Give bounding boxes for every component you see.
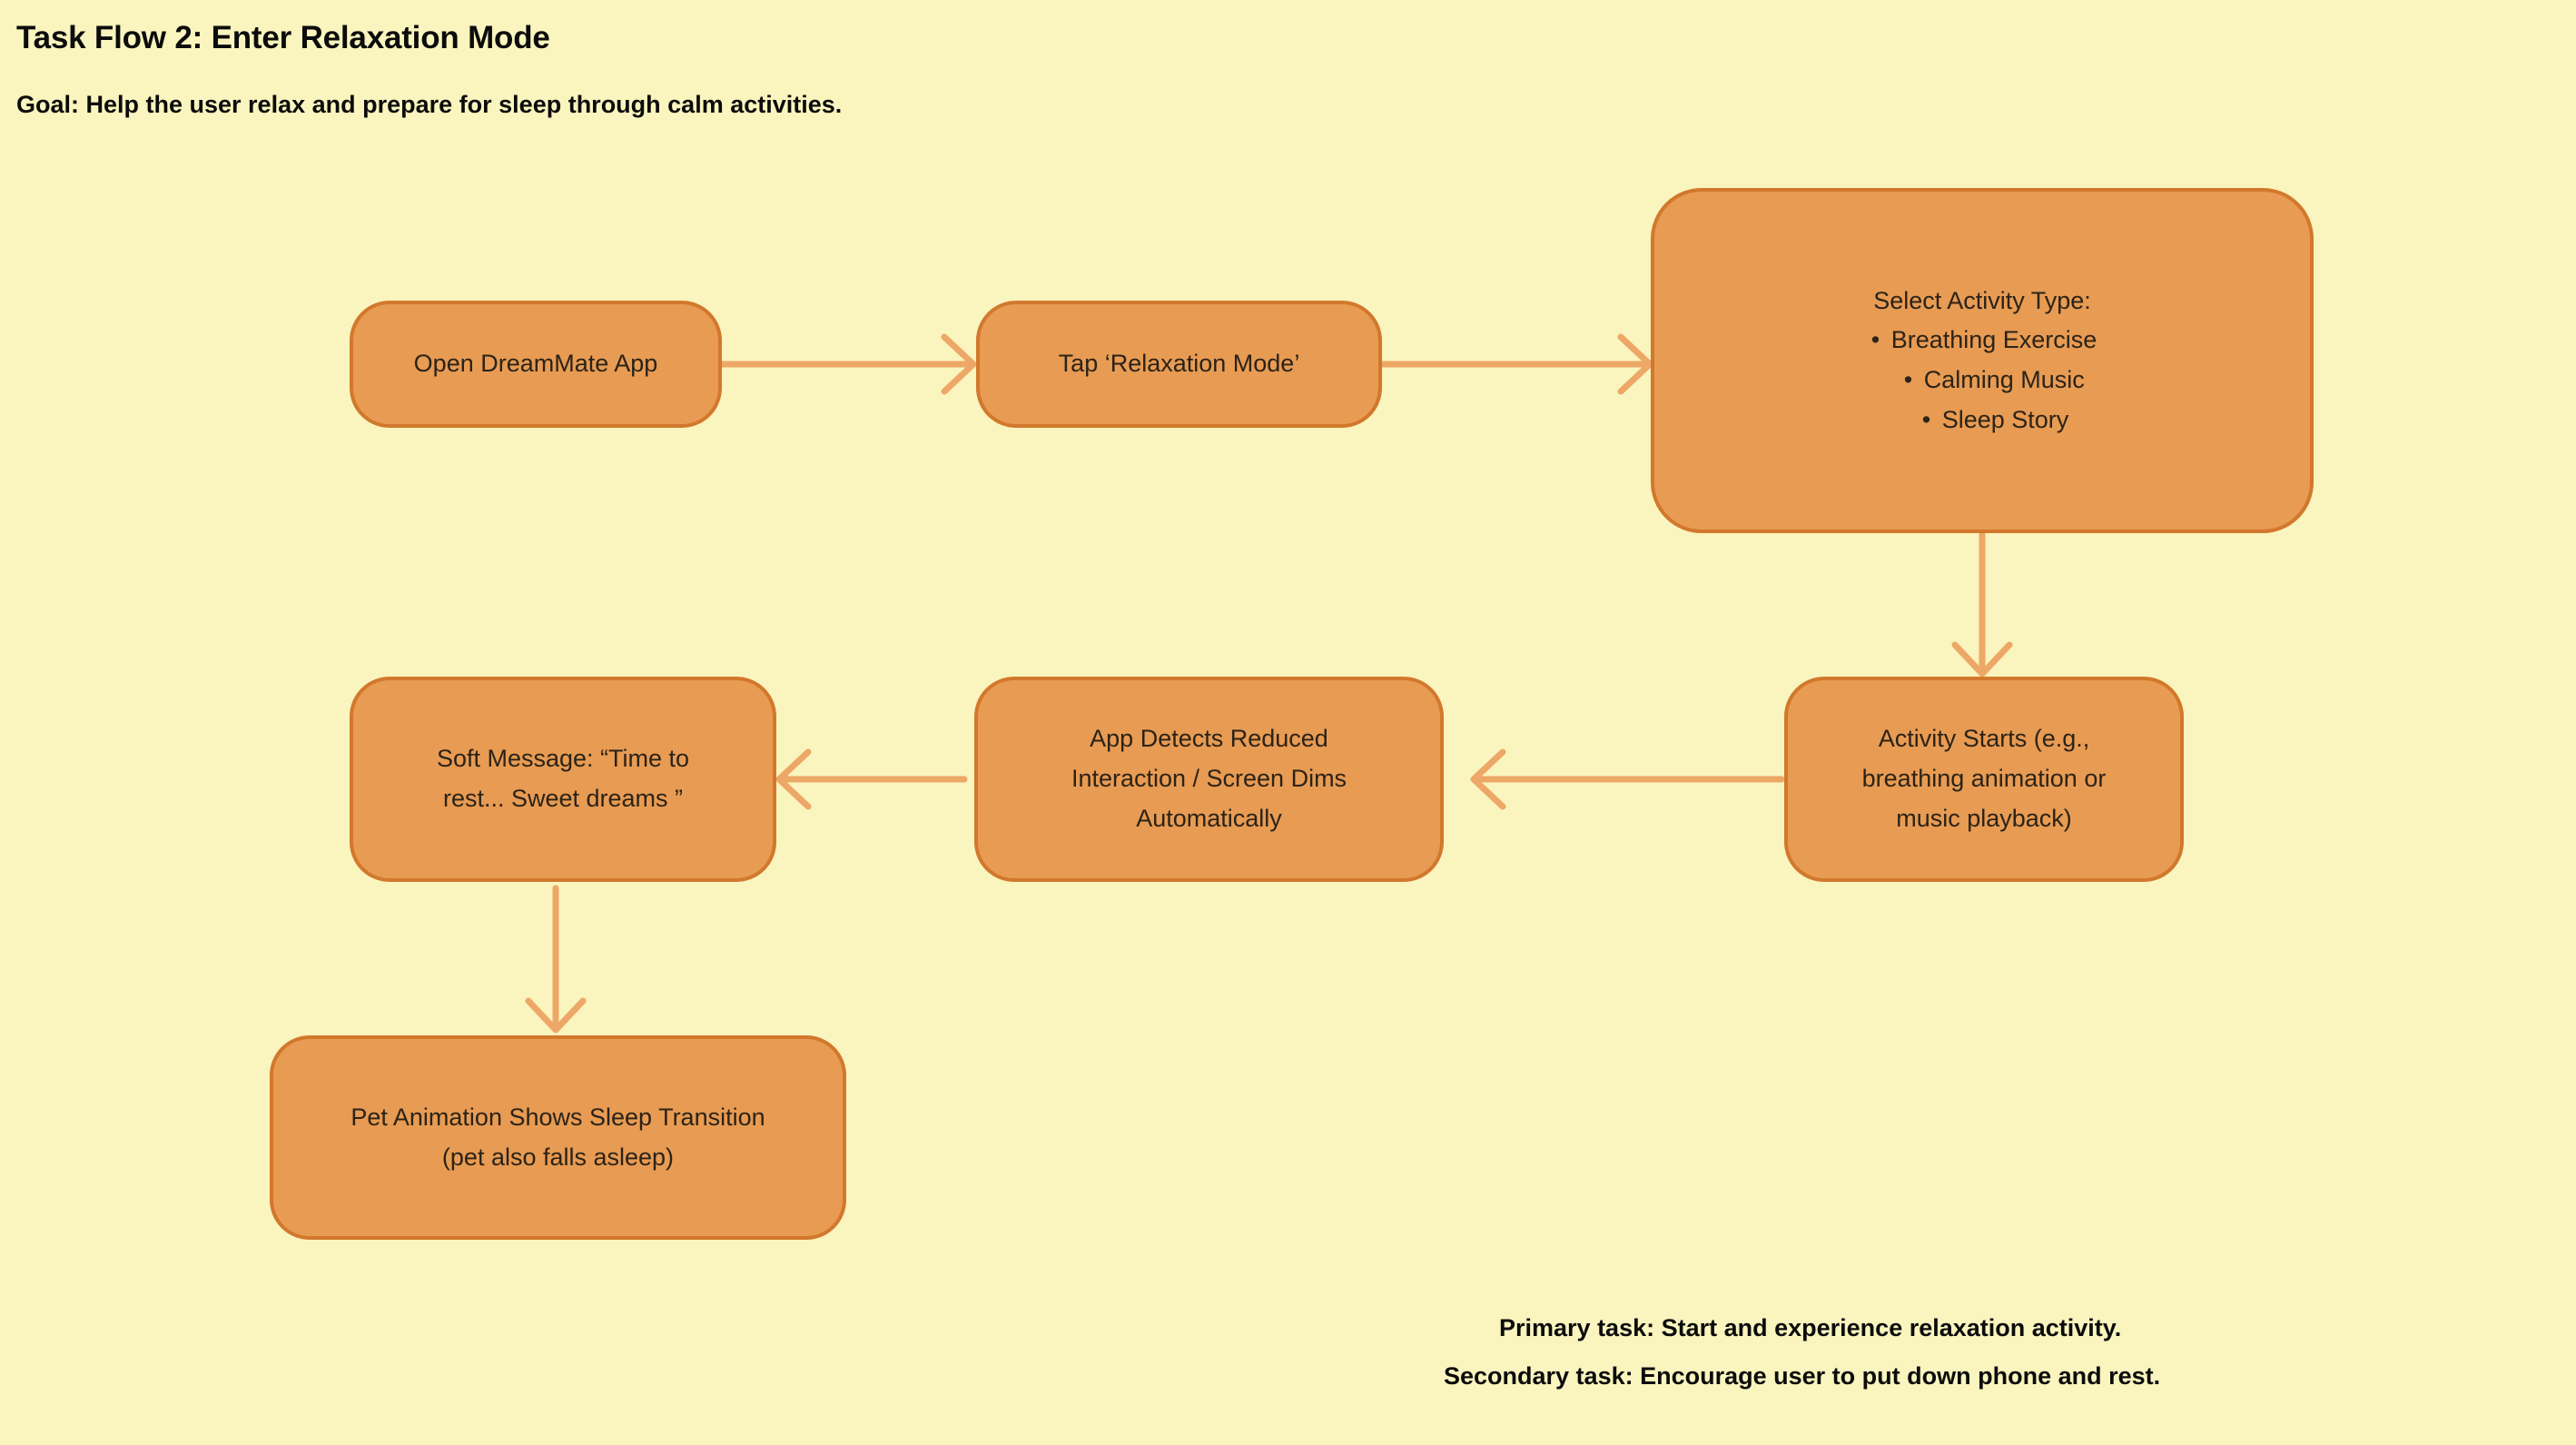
node-open-app-label: Open DreamMate App xyxy=(413,350,658,378)
edge-activity-starts-to-app-detects xyxy=(1470,748,1785,810)
activity-type-list: Breathing Exercise Calming Music Sleep S… xyxy=(1868,321,2097,440)
node-open-app[interactable]: Open DreamMate App xyxy=(350,301,722,428)
activity-type-item[interactable]: Breathing Exercise xyxy=(1868,321,2097,361)
node-tap-relaxation-mode-label: Tap ‘Relaxation Mode’ xyxy=(1058,350,1300,378)
activity-type-item[interactable]: Calming Music xyxy=(1900,361,2097,401)
node-activity-starts-line: music playback) xyxy=(1896,804,2072,832)
edge-tap-relaxation-mode-to-select-activity-type xyxy=(1378,333,1653,395)
node-app-detects-line: App Detects Reduced xyxy=(1090,725,1328,753)
node-pet-animation-content: Pet Animation Shows Sleep Transition (pe… xyxy=(297,1098,819,1177)
edge-open-app-to-tap-relaxation-mode xyxy=(718,333,977,395)
edge-select-activity-type-to-activity-starts xyxy=(1951,530,2013,678)
node-select-activity-type-content: Select Activity Type: Breathing Exercise… xyxy=(1678,282,2286,440)
node-soft-message-line: Soft Message: “Time to xyxy=(436,745,690,773)
node-activity-starts-line: Activity Starts (e.g., xyxy=(1878,725,2090,753)
edge-app-detects-to-soft-message xyxy=(775,748,968,810)
activity-type-item[interactable]: Sleep Story xyxy=(1919,401,2097,440)
node-select-activity-type[interactable]: Select Activity Type: Breathing Exercise… xyxy=(1651,188,2314,533)
node-app-detects-line: Automatically xyxy=(1136,804,1282,832)
node-pet-animation-line: Pet Animation Shows Sleep Transition xyxy=(350,1103,765,1131)
edge-soft-message-to-pet-animation xyxy=(525,885,587,1034)
page-title: Task Flow 2: Enter Relaxation Mode xyxy=(16,20,550,55)
node-app-detects-content: App Detects Reduced Interaction / Screen… xyxy=(1002,719,1416,838)
footer-primary-task: Primary task: Start and experience relax… xyxy=(1499,1314,2122,1341)
node-soft-message-line: rest... Sweet dreams ” xyxy=(442,785,684,812)
page-goal: Goal: Help the user relax and prepare fo… xyxy=(16,91,843,118)
node-activity-starts-line: breathing animation or xyxy=(1861,765,2107,793)
node-activity-starts-content: Activity Starts (e.g., breathing animati… xyxy=(1811,719,2157,838)
node-activity-starts[interactable]: Activity Starts (e.g., breathing animati… xyxy=(1784,677,2184,882)
node-soft-message[interactable]: Soft Message: “Time to rest... Sweet dre… xyxy=(350,677,776,882)
node-app-detects-reduced-interaction[interactable]: App Detects Reduced Interaction / Screen… xyxy=(974,677,1444,882)
node-pet-animation-line: (pet also falls asleep) xyxy=(441,1143,675,1171)
node-pet-animation[interactable]: Pet Animation Shows Sleep Transition (pe… xyxy=(270,1035,846,1240)
footer-secondary-task: Secondary task: Encourage user to put do… xyxy=(1444,1362,2161,1390)
node-app-detects-line: Interaction / Screen Dims xyxy=(1071,765,1347,793)
node-soft-message-content: Soft Message: “Time to rest... Sweet dre… xyxy=(377,739,749,818)
node-select-activity-type-heading: Select Activity Type: xyxy=(1873,286,2091,314)
node-tap-relaxation-mode[interactable]: Tap ‘Relaxation Mode’ xyxy=(976,301,1382,428)
